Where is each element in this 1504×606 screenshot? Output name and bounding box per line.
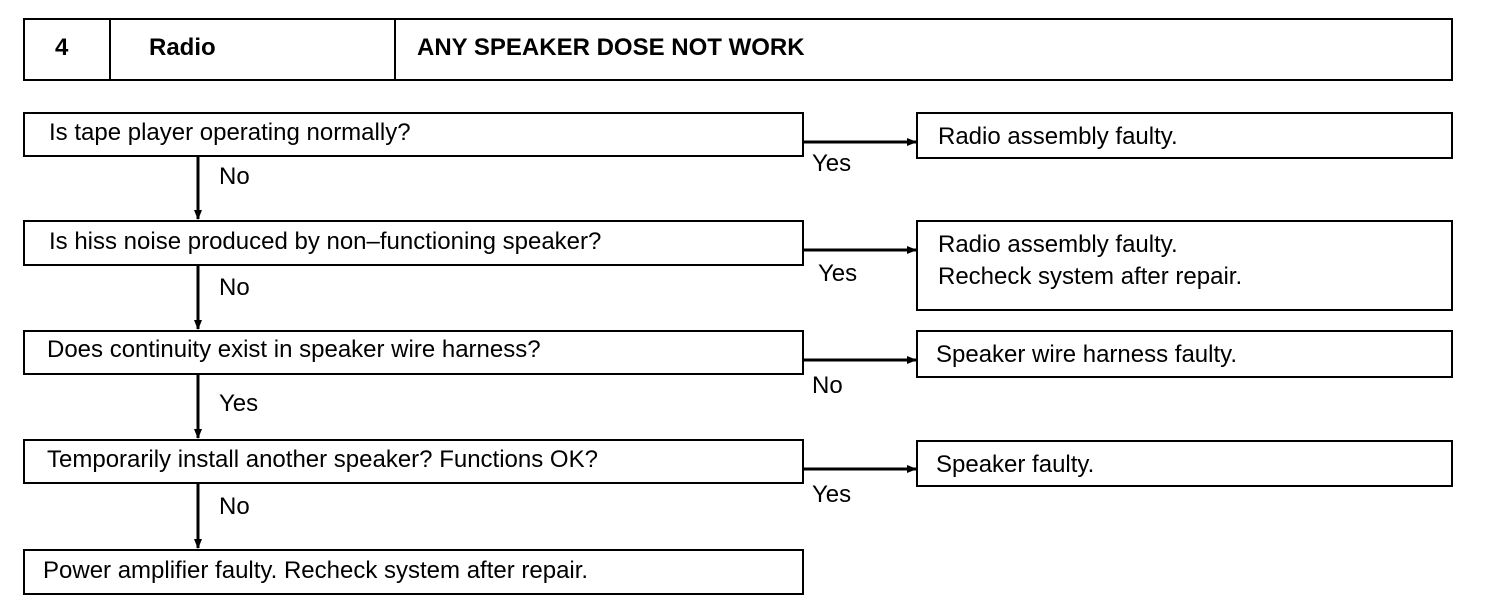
question-text-2: Is hiss noise produced by non–functionin… — [49, 228, 602, 255]
question-text-3: Does continuity exist in speaker wire ha… — [47, 336, 541, 363]
down-label-3: Yes — [219, 390, 259, 417]
final-result-box: Power amplifier faulty. Recheck system a… — [23, 549, 804, 595]
header-divider-1 — [109, 20, 111, 79]
header-system: Radio — [149, 34, 216, 61]
result-text-2-line-2: Recheck system after repair. — [938, 263, 1243, 290]
question-text-1: Is tape player operating normally? — [49, 119, 411, 146]
question-text-4: Temporarily install another speaker? Fun… — [47, 446, 598, 473]
branch-label-2: Yes — [818, 260, 858, 287]
header-table: 4 Radio ANY SPEAKER DOSE NOT WORK — [23, 18, 1453, 81]
down-label-2: No — [219, 274, 250, 301]
down-label-1: No — [219, 163, 250, 190]
result-text-1-line-1: Radio assembly faulty. — [938, 123, 1178, 150]
header-divider-2 — [394, 20, 396, 79]
result-box-3: Speaker wire harness faulty. — [916, 330, 1453, 378]
result-box-1: Radio assembly faulty. — [916, 112, 1453, 159]
branch-label-1: Yes — [812, 150, 852, 177]
question-box-1: Is tape player operating normally? — [23, 112, 804, 157]
branch-label-4: Yes — [812, 481, 852, 508]
result-text-4-line-1: Speaker faulty. — [936, 451, 1095, 478]
question-box-2: Is hiss noise produced by non–functionin… — [23, 220, 804, 266]
down-label-4: No — [219, 493, 250, 520]
header-symptom: ANY SPEAKER DOSE NOT WORK — [417, 34, 805, 61]
branch-label-3: No — [812, 372, 843, 399]
result-box-4: Speaker faulty. — [916, 440, 1453, 487]
header-number: 4 — [55, 34, 69, 61]
final-result-text: Power amplifier faulty. Recheck system a… — [43, 557, 589, 584]
question-box-3: Does continuity exist in speaker wire ha… — [23, 330, 804, 375]
result-text-3-line-1: Speaker wire harness faulty. — [936, 341, 1238, 368]
result-text-2-line-1: Radio assembly faulty. — [938, 231, 1178, 258]
result-box-2: Radio assembly faulty. Recheck system af… — [916, 220, 1453, 311]
question-box-4: Temporarily install another speaker? Fun… — [23, 439, 804, 484]
